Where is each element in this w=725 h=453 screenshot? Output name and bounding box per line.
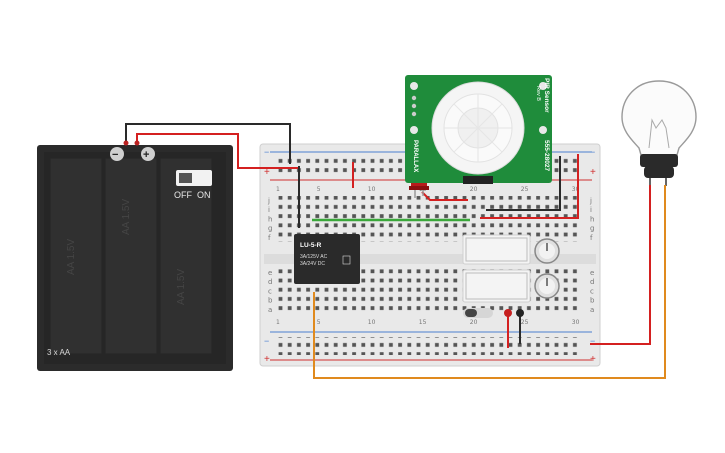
bulb-orange-wire[interactable] (313, 185, 666, 379)
rail-plus-bottom-left: + (264, 354, 270, 365)
rail-plus-bottom-right: + (590, 354, 596, 365)
column-number-30-top: 30 (572, 186, 580, 193)
pir-sensor-icon[interactable]: PIR Sensor Rev B 555-28027 PARALLAX (405, 75, 552, 184)
column-number-25-bottom: 25 (521, 319, 529, 326)
minus-sign: − (112, 149, 118, 161)
rail-minus-top-left: − (264, 147, 269, 157)
relay-icon[interactable]: LU-5-R 3A/125V AC 3A/24V DC (294, 234, 360, 284)
pir-rev: Rev B (535, 86, 541, 101)
switch-knob[interactable] (179, 173, 192, 183)
black-probe[interactable] (516, 309, 524, 317)
lead-tip-black (123, 140, 129, 146)
row-letter-j-right: j (589, 197, 592, 205)
row-letter-e-left: e (268, 269, 272, 277)
row-letter-b-right: b (590, 297, 595, 305)
pir-brand: PARALLAX (412, 140, 418, 172)
column-number-1-top: 1 (276, 186, 280, 193)
pir-part: 555-28027 (543, 140, 550, 171)
row-letter-a-right: a (590, 306, 594, 314)
light-bulb-icon[interactable] (621, 80, 697, 186)
battery-black-lead[interactable] (125, 123, 291, 164)
row-letter-f-right: f (590, 234, 593, 242)
potentiometer-icon[interactable] (534, 238, 560, 299)
row-letter-h-left: h (268, 215, 272, 223)
rail-plus-top-left: + (264, 167, 270, 178)
rail-plus-top-right: + (590, 167, 596, 178)
switch-on-label: ON (197, 190, 211, 200)
rail-minus-top-right: − (590, 147, 595, 157)
row-letter-d-left: d (268, 278, 272, 286)
battery-red-lead[interactable] (136, 133, 300, 169)
switch-off-label: OFF (174, 190, 192, 200)
row-letter-d-right: d (590, 278, 594, 286)
row-letter-a-left: a (268, 306, 272, 314)
row-letter-c-right: c (590, 287, 594, 295)
led-wire[interactable] (421, 191, 468, 201)
pack-label: 3 x AA (47, 348, 71, 357)
row-letter-g-left: g (268, 225, 272, 233)
row-letter-g-right: g (590, 225, 594, 233)
row-letter-i-right: i (590, 206, 592, 214)
row-letter-j-left: j (267, 197, 270, 205)
row-letter-i-left: i (268, 206, 270, 214)
column-number-30-bottom: 30 (572, 319, 580, 326)
column-number-10-bottom: 10 (368, 319, 376, 326)
rail-minus-bottom-left: − (264, 336, 269, 346)
column-number-1-bottom: 1 (276, 319, 280, 326)
red-probe[interactable] (504, 309, 512, 317)
plus-sign: + (143, 149, 149, 161)
bulb-red-wire[interactable] (590, 185, 651, 345)
column-number-15-bottom: 15 (419, 319, 427, 326)
row-letter-f-left: f (268, 234, 271, 242)
column-number-5-top: 5 (317, 186, 321, 193)
column-number-20-top: 20 (470, 186, 478, 193)
column-number-10-top: 10 (368, 186, 376, 193)
pir-vcc-wire[interactable] (480, 154, 579, 219)
slide-switch-knob[interactable] (465, 309, 477, 317)
row-letter-b-left: b (268, 297, 273, 305)
time-delay-module[interactable] (462, 234, 531, 303)
rail-minus-bottom-right: − (590, 336, 595, 346)
pir-gnd-wire[interactable] (486, 156, 561, 211)
column-number-25-top: 25 (521, 186, 529, 193)
row-letter-c-left: c (268, 287, 272, 295)
battery-plus-terminal[interactable] (141, 147, 155, 161)
pir-title: PIR Sensor (543, 78, 550, 113)
battery-minus-terminal[interactable] (110, 147, 124, 161)
column-number-5-bottom: 5 (317, 319, 321, 326)
lead-tip-red (134, 140, 140, 146)
column-number-20-bottom: 20 (470, 319, 478, 326)
cell-label-3: AA 1.5V (176, 269, 187, 305)
row-letter-h-right: h (590, 215, 594, 223)
relay-name: LU-5-R (300, 242, 322, 249)
battery-pack-icon[interactable]: AA 1.5V AA 1.5V AA 1.5V OFF ON − + 3 x A… (37, 145, 233, 371)
row-letter-e-right: e (590, 269, 594, 277)
cell-label-1: AA 1.5V (66, 239, 77, 275)
relay-spec-1: 3A/125V AC (300, 254, 328, 260)
cell-label-2: AA 1.5V (121, 199, 132, 235)
relay-spec-2: 3A/24V DC (300, 261, 325, 267)
